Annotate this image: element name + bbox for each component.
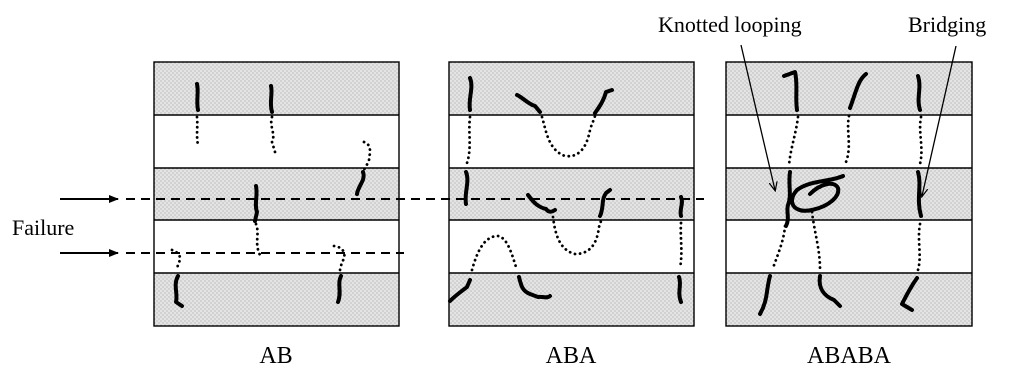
bridging-pointer [922,45,957,196]
layer-a-top [154,62,399,115]
layer-a-bottom [449,273,694,326]
layer-a-bottom [154,273,399,326]
panel-label-ab: AB [259,343,292,369]
layer-b [154,220,399,273]
knotted-looping-pointer [740,44,775,190]
layer-b [449,115,694,168]
chains-ababa [758,70,923,316]
bridging-label: Bridging [908,12,986,37]
layer-a-top [449,62,694,115]
panel-label-aba: ABA [546,343,597,369]
panel-border [725,61,973,327]
knotted-looping-label: Knotted looping [658,12,802,37]
chains-ab [170,82,372,308]
panel-ababa [725,61,973,327]
panel-label-ababa: ABABA [807,343,892,369]
layer-a-middle [449,168,694,220]
failure-label: Failure [12,215,74,240]
layer-b [726,220,972,273]
layer-a-middle [726,168,972,220]
panel-aba [448,61,695,327]
panel-border [448,61,695,327]
panel-border [153,61,400,327]
layer-b [449,220,694,273]
failure-arrows [60,195,119,257]
panel-ab [153,61,400,327]
failure-planes [126,198,704,254]
layer-a-bottom [726,273,972,326]
layer-b [154,115,399,168]
annotation-pointers [740,44,957,196]
